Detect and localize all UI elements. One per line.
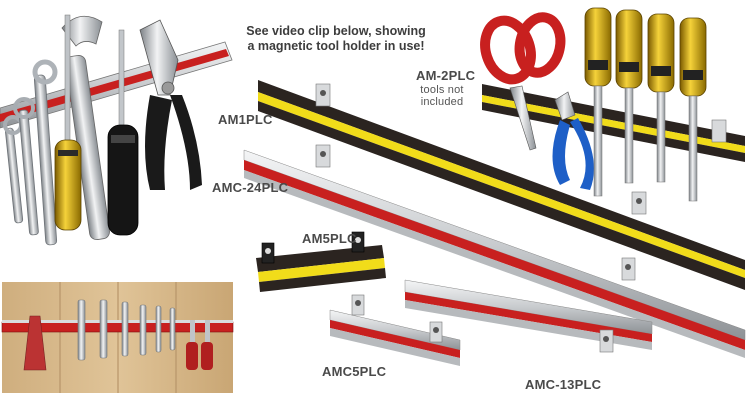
amc-13plc-holder (404, 257, 653, 353)
am5plc-holder (256, 231, 386, 292)
video-headline: See video clip below, showing a magnetic… (236, 24, 436, 54)
am-2plc-note-line-2: included (420, 96, 464, 108)
label-am1plc: AM1PLC (218, 112, 273, 127)
red-scissors (480, 12, 566, 151)
label-am-2plc-note: tools not included (418, 84, 466, 108)
label-am-2plc: AM-2PLC (416, 68, 476, 83)
amc5plc-holder (329, 294, 461, 366)
headline-line-2: a magnetic tool holder in use! (247, 39, 425, 53)
am-2plc-note-line-1: tools not (420, 84, 464, 96)
amber-screwdriver (54, 14, 82, 231)
label-amc-13plc: AMC-13PLC (525, 377, 602, 392)
amc-24plc-holder (243, 144, 746, 358)
label-amc-24plc: AMC-24PLC (212, 180, 289, 195)
black-screwdriver (107, 29, 139, 236)
wood-wall-photo (1, 282, 234, 393)
blue-cutters (552, 91, 594, 190)
pliers (139, 19, 202, 190)
label-amc5plc: AMC5PLC (322, 364, 387, 379)
am-2plc-holder (480, 7, 745, 202)
headline-line-1: See video clip below, showing (246, 24, 426, 38)
amber-screwdrivers-row (584, 7, 707, 202)
am1plc-holder (258, 80, 745, 290)
top-left-tools-photo (0, 14, 233, 246)
label-am5plc: AM5PLC (302, 231, 357, 246)
